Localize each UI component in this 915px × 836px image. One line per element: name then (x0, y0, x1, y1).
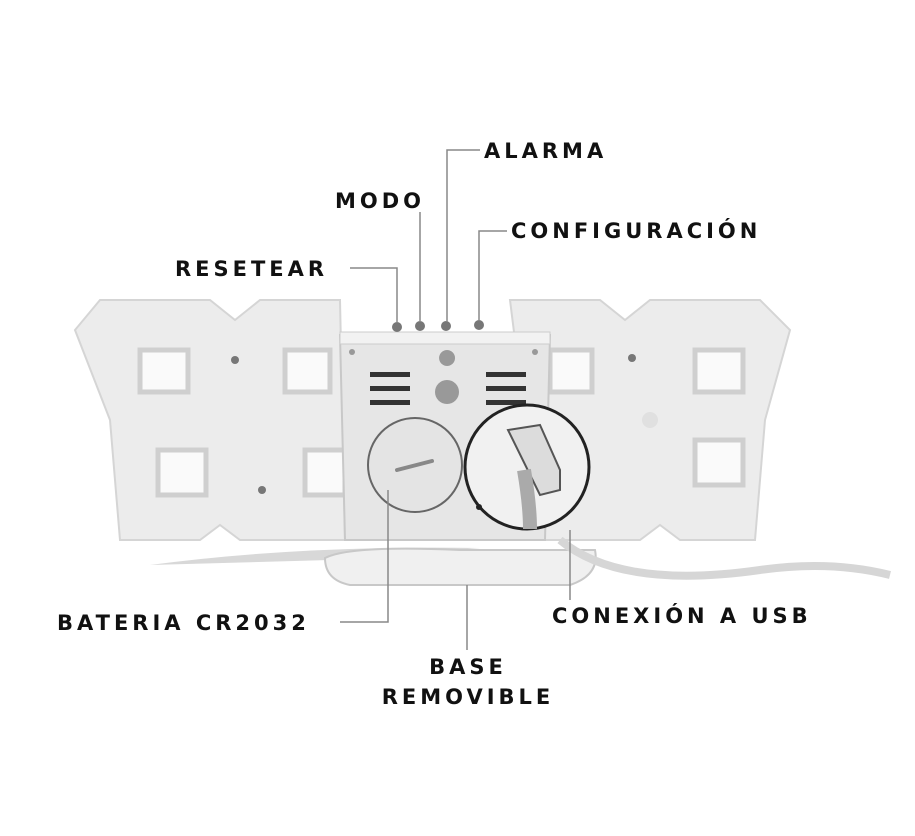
buttons (392, 320, 484, 332)
removable-base (323, 547, 597, 586)
label-base-line1: BASE (429, 655, 507, 679)
label-usb: CONEXIÓN A USB (552, 604, 812, 628)
hanging-hole (435, 380, 459, 404)
usb-cable (557, 536, 891, 580)
left-digits (73, 299, 348, 541)
label-battery: BATERIA CR2032 (57, 611, 310, 635)
usb-detail (463, 403, 591, 531)
label-mode: MODO (335, 189, 426, 213)
label-settings: CONFIGURACIÓN (511, 219, 762, 243)
label-base-line2: REMOVIBLE (381, 685, 555, 709)
leader-lines (340, 149, 571, 650)
label-alarm: ALARMA (484, 139, 608, 163)
battery-cover (367, 417, 463, 513)
label-reset: RESETEAR (175, 257, 329, 281)
